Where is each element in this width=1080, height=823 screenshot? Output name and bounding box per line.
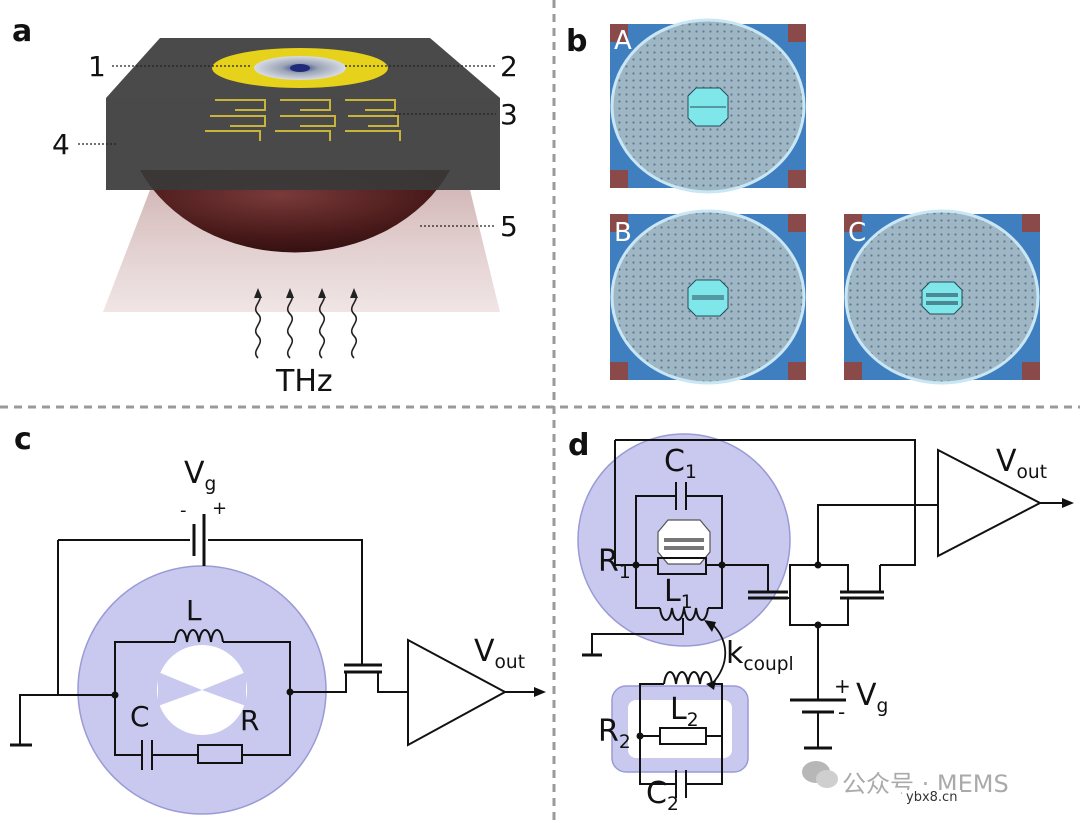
micrograph-b-label: B <box>614 218 632 248</box>
c2-label: C2 <box>646 776 679 815</box>
circuit-c <box>10 514 546 815</box>
callout-1: 1 <box>88 50 106 83</box>
battery-minus-d: - <box>838 700 846 724</box>
capacitor-label-c: C <box>130 700 150 733</box>
watermark-site: ybx8.cn <box>902 790 962 805</box>
micrograph-c-label: C <box>848 218 867 248</box>
panel-b-label: b <box>566 24 588 59</box>
callout-4: 4 <box>52 128 70 161</box>
substrate-front-face <box>106 98 500 190</box>
micrograph-c <box>844 209 1040 385</box>
panel-a-label: a <box>12 14 33 49</box>
callout-2: 2 <box>500 50 518 83</box>
wechat-icon <box>800 758 840 792</box>
c1-label: C1 <box>664 444 697 483</box>
micrograph-b <box>610 209 806 385</box>
callout-5: 5 <box>500 210 518 243</box>
battery-plus-c: + <box>212 498 228 519</box>
micrograph-d-label: D <box>386 426 403 451</box>
r2-label: R2 <box>598 714 631 753</box>
micrograph-a-label: A <box>614 26 632 56</box>
thz-wave-arrows <box>254 291 358 359</box>
metamaterial-grid <box>205 99 401 141</box>
vout-label-c: Vout <box>474 634 525 673</box>
silicon-lens <box>140 170 450 253</box>
l1-label: L1 <box>664 574 693 613</box>
vg-label-c: Vg <box>184 456 217 495</box>
panel-c-label: c <box>14 422 32 457</box>
inductor-label-c: L <box>186 594 202 627</box>
thz-label: THz <box>276 364 333 399</box>
micrographs <box>610 18 1040 385</box>
panel-d-label: d <box>568 428 590 463</box>
coupling-arrow <box>709 621 727 685</box>
battery-minus-c: - <box>180 500 187 521</box>
detector-3d-illustration <box>78 38 500 359</box>
kcoupl-label: kcoupl <box>726 636 794 675</box>
micrograph-a <box>610 18 806 194</box>
vout-label-d: Vout <box>996 444 1047 483</box>
l2-label: L2 <box>670 692 699 731</box>
r1-label: R1 <box>598 544 631 583</box>
vg-label-d: Vg <box>856 678 889 717</box>
callout-3: 3 <box>500 98 518 131</box>
battery-plus-d: + <box>834 674 851 698</box>
resistor-label-c: R <box>240 704 260 737</box>
